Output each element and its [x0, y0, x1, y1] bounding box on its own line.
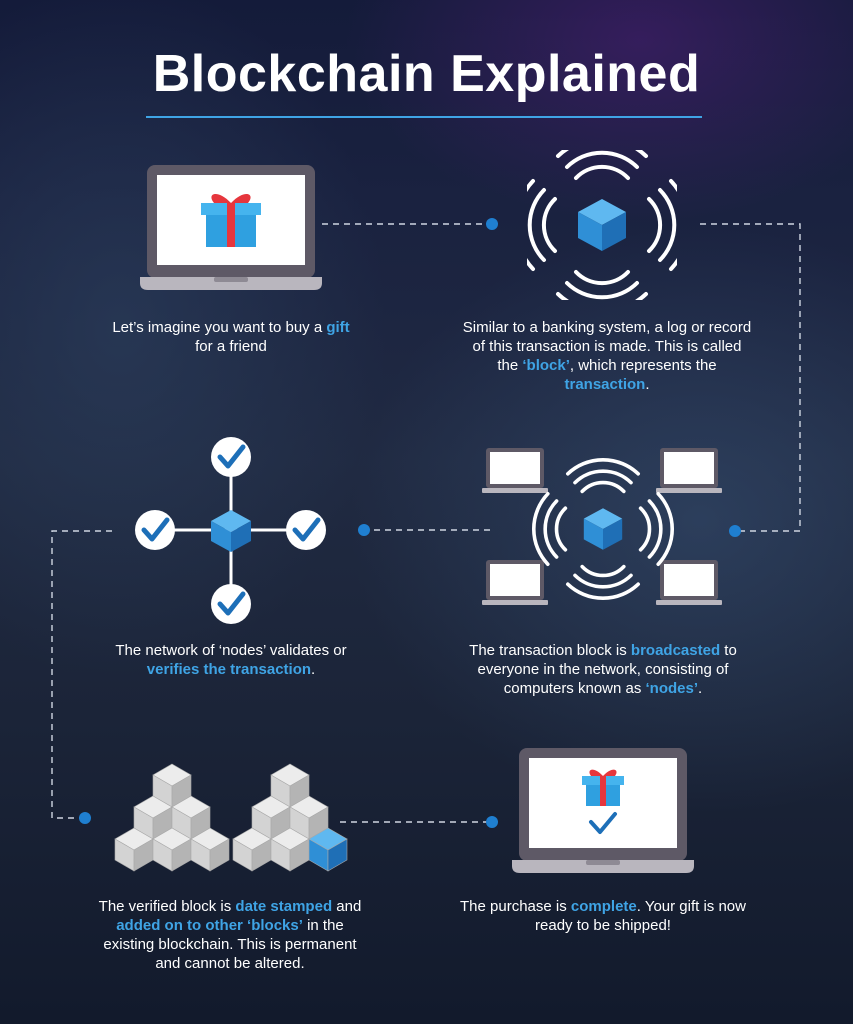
highlight-text: ‘block’: [522, 357, 570, 374]
chain-block-cube-icon: [251, 795, 291, 840]
chain-block-cube-icon: [190, 827, 230, 872]
check-circle-icon: [135, 510, 175, 550]
connector-dot: [358, 524, 370, 536]
highlight-text: complete: [570, 898, 637, 915]
chain-block-cube-icon: [152, 827, 192, 872]
connector-dot: [486, 816, 498, 828]
step-4-caption: The network of ‘nodes’ validates or veri…: [100, 641, 362, 679]
chain-block-cube-icon: [152, 763, 192, 808]
check-circle-icon: [286, 510, 326, 550]
highlight-text: verifies the transaction: [146, 661, 312, 678]
connector-dot: [729, 525, 741, 537]
laptop-gift-check-icon: [512, 748, 694, 873]
highlight-text: added on to other ‘blocks’: [116, 917, 303, 934]
connector-2-3: [700, 223, 801, 532]
chain-block-cube-icon: [270, 827, 310, 872]
caption-text: and: [332, 898, 362, 915]
caption-text: . Your gift is now ready to be shipped!: [535, 898, 746, 934]
node-laptop-icon: [482, 448, 548, 493]
chain-block-cube-icon: [270, 763, 310, 808]
caption-text: The verified block is: [98, 898, 236, 915]
step-2-caption: Similar to a banking system, a log or re…: [462, 318, 752, 394]
page-title: Blockchain Explained: [152, 45, 701, 103]
node-laptop-icon: [482, 560, 548, 605]
chain-block-cube-icon: [114, 827, 154, 872]
step-5-caption: The verified block is date stamped and a…: [92, 897, 368, 973]
connector-dot: [486, 218, 498, 230]
caption-text: in the existing blockchain. This is perm…: [103, 917, 357, 972]
node-laptop-icon: [656, 448, 722, 493]
caption-text: The purchase is: [460, 898, 571, 915]
caption-text: The transaction block is: [469, 642, 631, 659]
caption-text: for a friend: [195, 338, 267, 355]
broadcast-block-icon: [527, 150, 677, 300]
block-cube-icon: [211, 510, 251, 552]
step-6-caption: The purchase is complete. Your gift is n…: [456, 897, 750, 935]
gift-icon: [582, 769, 624, 806]
caption-text: .: [698, 680, 703, 697]
highlight-text: gift: [326, 319, 350, 336]
caption-text: Let’s imagine you want to buy a: [112, 319, 327, 336]
highlight-text: broadcasted: [630, 642, 721, 659]
step-1-caption: Let’s imagine you want to buy a gift for…: [110, 318, 352, 356]
caption-text: .: [645, 376, 650, 393]
chain-block-cube-icon: [232, 827, 272, 872]
check-circle-icon: [211, 437, 251, 477]
gift-icon: [201, 193, 261, 247]
validation-checks-icon: [135, 437, 326, 624]
new-block-cube-icon: [308, 827, 348, 872]
laptop-gift-icon: [140, 165, 322, 290]
caption-text: The network of ‘nodes’ validates or: [115, 642, 347, 659]
caption-text: Similar to a banking system, a log or re…: [462, 319, 752, 374]
block-cube-icon: [578, 199, 626, 251]
node-laptop-icon: [656, 560, 722, 605]
highlight-text: ‘nodes’: [645, 680, 699, 697]
checkmark-icon: [589, 812, 617, 834]
step-3-caption: The transaction block is broadcasted to …: [448, 641, 758, 698]
caption-text: , which represents the: [569, 357, 717, 374]
caption-text: to everyone in the network, consisting o…: [477, 642, 737, 697]
highlight-text: transaction: [564, 376, 646, 393]
title-underline: [146, 116, 702, 118]
caption-text: .: [311, 661, 316, 678]
connector-4-5: [51, 530, 112, 819]
connector-dot: [79, 812, 91, 824]
network-nodes-icon: [482, 448, 722, 605]
chain-block-cube-icon: [171, 795, 211, 840]
blockchain-cubes-icon: [114, 763, 348, 872]
highlight-text: date stamped: [235, 898, 333, 915]
check-circle-icon: [211, 584, 251, 624]
